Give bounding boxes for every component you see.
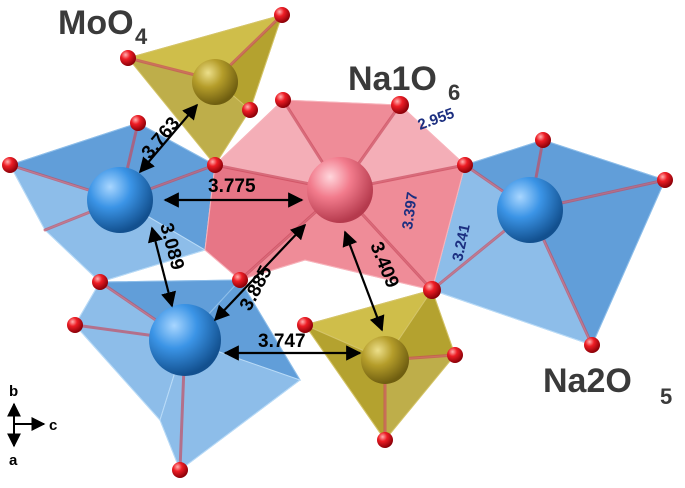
oxygen-atom	[120, 50, 136, 66]
distance-label-3747: 3.747	[258, 331, 306, 352]
arrow-3885	[213, 223, 307, 322]
label-na1o6-sub: 6	[448, 80, 460, 105]
distance-label-2955: 2.955	[416, 105, 457, 134]
label-na1o6-main: Na1O	[348, 60, 437, 98]
distance-arrows	[139, 103, 385, 361]
axis-b-label: b	[9, 383, 18, 400]
distance-label-3775: 3.775	[208, 176, 256, 197]
na1-atom	[307, 157, 373, 223]
mo-atom-lower	[361, 336, 409, 384]
label-na2o5: Na2O 5	[543, 362, 672, 409]
arrow-3763	[139, 103, 198, 174]
oxygen-atom	[423, 281, 441, 299]
label-moo4-sub: 4	[135, 24, 148, 49]
oxygen-atom	[207, 157, 223, 173]
axis-c-label: c	[49, 417, 57, 434]
label-moo4: MoO 4	[58, 4, 148, 49]
oxygen-atom	[274, 7, 290, 23]
label-moo4-main: MoO	[58, 4, 134, 42]
oxygen-atom	[67, 317, 83, 333]
na-atom-left-upper	[87, 167, 153, 233]
mo-atom-upper	[192, 59, 238, 105]
oxygen-atom	[391, 96, 409, 114]
oxygen-atom	[172, 462, 188, 478]
crystal-axes: b c a	[6, 383, 57, 469]
arrow-3409	[342, 230, 385, 332]
oxygen-atom	[275, 92, 291, 108]
oxygen-atom	[535, 132, 551, 148]
arrow-3089	[147, 226, 177, 308]
oxygen-atom	[377, 432, 393, 448]
na2-atom	[497, 177, 563, 243]
axis-a-label: a	[9, 452, 18, 469]
oxygen-atom	[242, 102, 258, 118]
oxygen-atom	[130, 115, 146, 131]
label-na1o6: Na1O 6	[348, 60, 460, 105]
distance-label-3397: 3.397	[399, 191, 421, 231]
na-atom-left-lower	[149, 304, 221, 376]
label-na2o5-main: Na2O	[543, 362, 632, 400]
oxygen-atom	[2, 157, 18, 173]
oxygen-atom	[584, 337, 600, 353]
label-na2o5-sub: 5	[660, 384, 672, 409]
oxygen-atom	[447, 347, 463, 363]
oxygen-atom	[657, 172, 673, 188]
oxygen-atom	[92, 274, 108, 290]
oxygen-atom	[457, 157, 473, 173]
